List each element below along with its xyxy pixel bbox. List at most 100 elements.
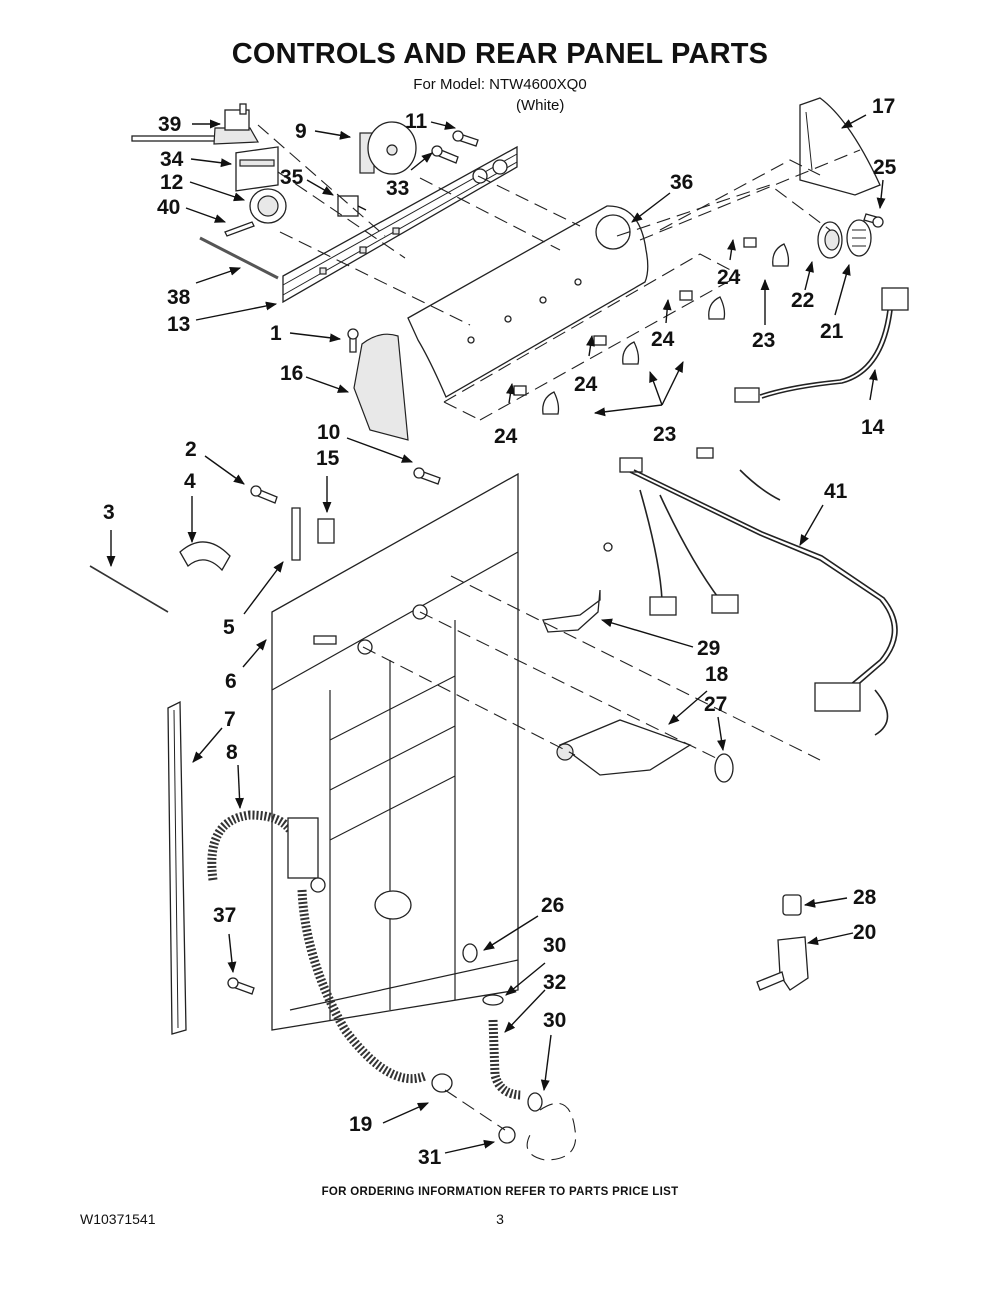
callout-24d[interactable]: 24 bbox=[494, 425, 518, 448]
part-drawings bbox=[89, 97, 909, 1161]
part-26-plug bbox=[462, 943, 478, 963]
leader-arrows bbox=[106, 114, 886, 1154]
callout-19[interactable]: 19 bbox=[349, 1113, 372, 1136]
callout-21[interactable]: 21 bbox=[820, 320, 844, 343]
callout-27[interactable]: 27 bbox=[704, 693, 727, 716]
callout-28[interactable]: 28 bbox=[853, 886, 877, 909]
callout-26[interactable]: 26 bbox=[541, 894, 564, 917]
callout-6[interactable]: 6 bbox=[225, 670, 237, 693]
callout-9[interactable]: 9 bbox=[295, 120, 307, 143]
callout-34[interactable]: 34 bbox=[160, 148, 184, 171]
part-41-wire-harness bbox=[603, 447, 898, 736]
callout-11[interactable]: 11 bbox=[405, 110, 428, 133]
callout-25[interactable]: 25 bbox=[873, 156, 897, 179]
part-36-console bbox=[407, 205, 649, 398]
callout-2[interactable]: 2 bbox=[185, 438, 197, 461]
spring-24 bbox=[513, 385, 527, 396]
part-28-capacitor bbox=[782, 894, 802, 916]
callout-12[interactable]: 12 bbox=[160, 171, 183, 194]
color-variant: (White) bbox=[516, 97, 565, 114]
part-40-connector bbox=[224, 221, 255, 237]
callout-30a[interactable]: 30 bbox=[543, 934, 566, 957]
spring-24 bbox=[593, 335, 607, 346]
callout-38[interactable]: 38 bbox=[167, 286, 191, 309]
part-4-clamp bbox=[179, 541, 231, 572]
callout-40[interactable]: 40 bbox=[157, 196, 180, 219]
callout-5[interactable]: 5 bbox=[223, 616, 235, 639]
callout-29[interactable]: 29 bbox=[697, 637, 720, 660]
part-10-screw bbox=[413, 467, 441, 485]
callout-15[interactable]: 15 bbox=[316, 447, 340, 470]
assembly-lines bbox=[257, 124, 861, 1131]
part-15-clip bbox=[317, 518, 335, 544]
part-2-screw bbox=[250, 485, 278, 504]
callout-4[interactable]: 4 bbox=[184, 470, 196, 493]
callout-30b[interactable]: 30 bbox=[543, 1009, 566, 1032]
callout-36[interactable]: 36 bbox=[670, 171, 693, 194]
spring-24 bbox=[743, 237, 757, 248]
part-21-knob bbox=[846, 219, 872, 257]
callout-13[interactable]: 13 bbox=[167, 313, 190, 336]
callout-16[interactable]: 16 bbox=[280, 362, 303, 385]
callout-33[interactable]: 33 bbox=[386, 177, 409, 200]
part-35-switch bbox=[337, 195, 367, 217]
callout-18[interactable]: 18 bbox=[705, 663, 729, 686]
part-20-pump bbox=[756, 936, 809, 991]
callout-23a[interactable]: 23 bbox=[752, 329, 775, 352]
part-16-end-cap bbox=[353, 333, 409, 441]
part-30-clamp bbox=[482, 994, 504, 1006]
part-11-screw bbox=[452, 130, 479, 147]
callout-7[interactable]: 7 bbox=[224, 708, 236, 731]
part-1-screw bbox=[347, 328, 359, 353]
part-22-bezel bbox=[817, 221, 843, 259]
pump-outline bbox=[526, 1102, 577, 1161]
callout-1[interactable]: 1 bbox=[270, 322, 282, 345]
part-6-rear-panel bbox=[271, 472, 519, 1031]
part-30-clamp-lower bbox=[527, 1092, 543, 1112]
part-13-panel-bracket bbox=[282, 145, 518, 304]
callout-20[interactable]: 20 bbox=[853, 921, 876, 944]
callout-35[interactable]: 35 bbox=[280, 166, 304, 189]
callout-32[interactable]: 32 bbox=[543, 971, 566, 994]
part-31-clamp bbox=[498, 1126, 516, 1144]
callout-41[interactable]: 41 bbox=[824, 480, 848, 503]
part-8-hose bbox=[207, 810, 294, 881]
knob-23 bbox=[708, 296, 726, 320]
part-34-switch bbox=[235, 146, 279, 192]
knob-23 bbox=[542, 391, 560, 415]
part-9-timer bbox=[359, 121, 417, 175]
callout-8[interactable]: 8 bbox=[226, 741, 238, 764]
part-25-screw bbox=[863, 213, 884, 228]
knob-group bbox=[513, 237, 790, 415]
callout-31[interactable]: 31 bbox=[418, 1146, 442, 1169]
part-38-rod bbox=[199, 236, 279, 280]
callout-24a[interactable]: 24 bbox=[717, 266, 741, 289]
callout-17[interactable]: 17 bbox=[872, 95, 895, 118]
page-title: CONTROLS AND REAR PANEL PARTS bbox=[231, 38, 769, 70]
part-29-bracket bbox=[542, 589, 601, 633]
part-39-pressure-switch bbox=[131, 103, 260, 145]
part-32-drain-hose bbox=[488, 1019, 523, 1100]
part-12-selector-switch bbox=[249, 188, 287, 224]
callout-10[interactable]: 10 bbox=[317, 421, 340, 444]
callout-39[interactable]: 39 bbox=[158, 113, 181, 136]
part-3-tie bbox=[89, 565, 169, 613]
callout-3[interactable]: 3 bbox=[103, 501, 115, 524]
callout-23b[interactable]: 23 bbox=[653, 423, 676, 446]
part-water-inlet-valve bbox=[287, 817, 326, 893]
part-7-trim bbox=[167, 700, 187, 1035]
model-line: For Model: NTW4600XQ0 bbox=[413, 76, 587, 93]
knob-23 bbox=[772, 243, 790, 267]
callout-24b[interactable]: 24 bbox=[651, 328, 675, 351]
part-18-lid-lock bbox=[556, 719, 692, 776]
callout-24c[interactable]: 24 bbox=[574, 373, 598, 396]
callout-14[interactable]: 14 bbox=[861, 416, 885, 439]
ordering-note: FOR ORDERING INFORMATION REFER TO PARTS … bbox=[321, 1186, 679, 1198]
callout-37[interactable]: 37 bbox=[213, 904, 236, 927]
part-27-plug bbox=[714, 753, 734, 783]
page-number: 3 bbox=[496, 1211, 504, 1227]
part-14-power-cord bbox=[734, 287, 909, 403]
callout-22[interactable]: 22 bbox=[791, 289, 814, 312]
callout-labels: 39 34 12 40 38 13 1 16 9 11 33 35 36 17 … bbox=[103, 95, 897, 1169]
